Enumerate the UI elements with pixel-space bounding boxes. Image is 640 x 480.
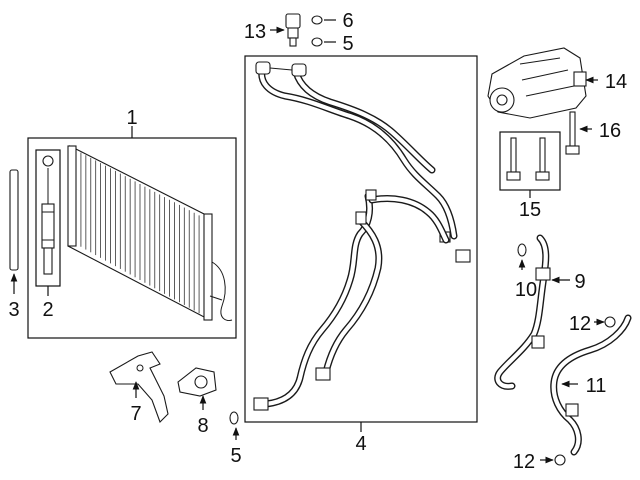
condenser-group: 1 2 (27, 107, 237, 339)
pressure-switch (285, 13, 301, 47)
bolt-16 (565, 111, 580, 155)
callout-14: 14 (605, 71, 627, 93)
o-ring-6 (311, 15, 323, 25)
callout-5-upper: 5 (342, 33, 353, 55)
o-ring-5-upper (311, 37, 323, 47)
bolt-pair (506, 137, 550, 181)
o-ring-12-lower (554, 454, 566, 466)
callout-1: 1 (126, 107, 137, 129)
callout-2: 2 (42, 299, 53, 321)
callout-12-lower: 12 (513, 451, 535, 473)
mount-bushing (177, 367, 217, 397)
bolts-box (499, 131, 561, 191)
callout-16: 16 (599, 120, 621, 142)
callout-3: 3 (8, 299, 19, 321)
callout-7: 7 (130, 403, 141, 425)
callout-4: 4 (355, 433, 366, 455)
drier-cartridge (41, 155, 55, 275)
callout-13: 13 (244, 21, 266, 43)
o-ring-12-upper (604, 316, 616, 328)
callout-10: 10 (515, 279, 537, 301)
callout-11: 11 (586, 375, 607, 397)
callout-12-upper: 12 (569, 313, 591, 335)
condenser-core (67, 145, 233, 321)
o-ring-10 (517, 243, 527, 257)
ac-lines-group: 4 (244, 55, 478, 455)
hose-9 (494, 234, 551, 390)
callout-8: 8 (197, 415, 208, 437)
o-ring-5-lower (229, 411, 239, 425)
callout-6: 6 (342, 10, 353, 32)
compressor (487, 47, 587, 119)
callout-5-lower: 5 (230, 445, 241, 467)
hose-11 (550, 314, 632, 456)
callout-15: 15 (519, 199, 541, 221)
callout-9: 9 (574, 271, 585, 293)
seal-strip (9, 169, 19, 271)
